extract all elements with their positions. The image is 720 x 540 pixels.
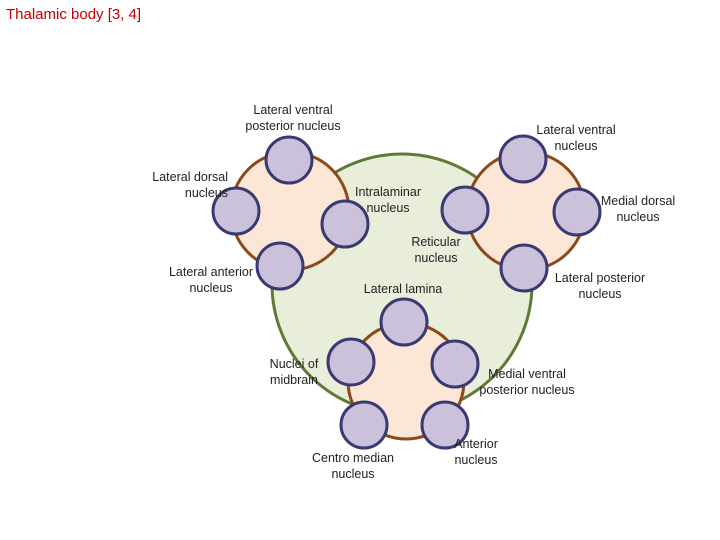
label-lateral-ventral-posterior: Lateral ventral posterior nucleus [245, 103, 341, 133]
page-title: Thalamic body [3, 4] [6, 6, 142, 23]
label-medial-dorsal: Medial dorsal nucleus [600, 194, 676, 224]
label-lateral-posterior: Lateral posterior nucleus [554, 271, 646, 301]
node-centro-median [339, 400, 389, 450]
node-lateral-posterior [499, 243, 549, 293]
node-reticular [440, 185, 490, 235]
node-nuclei-of-midbrain [326, 337, 376, 387]
label-nuclei-of-midbrain: Nuclei of midbrain [269, 357, 319, 387]
node-lateral-lamina [379, 297, 429, 347]
node-medial-ventral-posterior [430, 339, 480, 389]
node-medial-dorsal [552, 187, 602, 237]
label-reticular: Reticular nucleus [411, 235, 461, 265]
label-anterior: Anterior nucleus [454, 437, 498, 467]
node-lateral-dorsal [211, 186, 261, 236]
label-lateral-ventral: Lateral ventral nucleus [536, 123, 616, 153]
node-lateral-ventral [498, 134, 548, 184]
label-lateral-dorsal: Lateral dorsal nucleus [152, 170, 228, 200]
node-intralaminar [320, 199, 370, 249]
label-intralaminar: Intralaminar nucleus [355, 185, 421, 215]
node-lateral-ventral-posterior [264, 135, 314, 185]
node-lateral-anterior [255, 241, 305, 291]
label-lateral-anterior: Lateral anterior nucleus [168, 265, 254, 295]
label-centro-median: Centro median nucleus [312, 451, 394, 481]
node-anterior [420, 400, 470, 450]
label-medial-ventral-posterior: Medial ventral posterior nucleus [479, 367, 575, 397]
label-lateral-lamina: Lateral lamina [363, 282, 443, 296]
